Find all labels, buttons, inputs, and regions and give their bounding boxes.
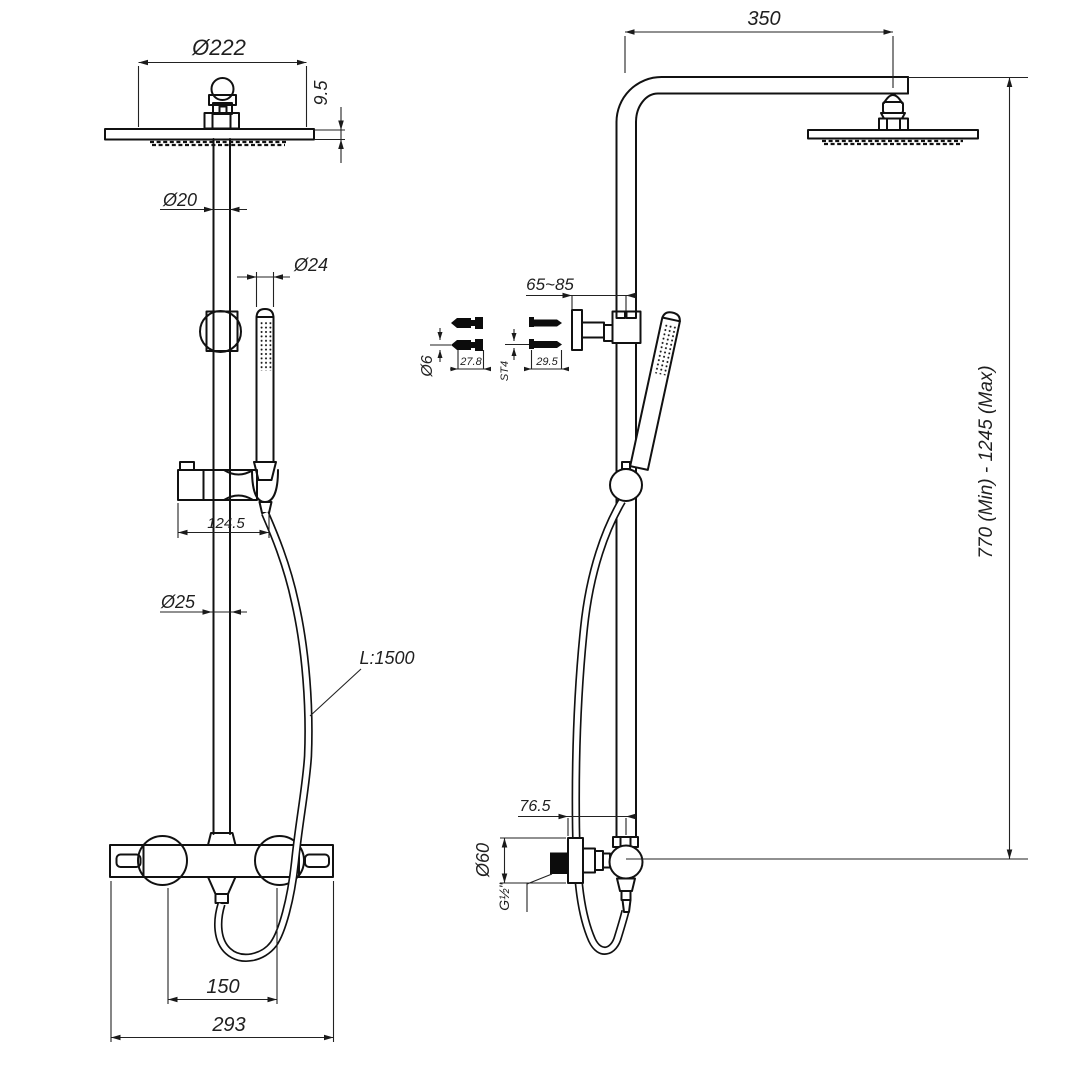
anchor-icon-dimensioned <box>451 339 483 351</box>
side-hose <box>571 498 630 955</box>
dim-label-anchor-length: 27.8 <box>459 356 482 368</box>
dim-label-inlet-thread: G½" <box>496 882 512 911</box>
dim-label-head-diameter: Ø222 <box>191 35 246 60</box>
dim-label-bracket-width: 124.5 <box>207 515 245 532</box>
dim-handshower-diameter: Ø24 <box>237 255 328 307</box>
dim-label-escutcheon: Ø60 <box>473 843 493 878</box>
dim-label-screw-size: ST4 <box>499 361 511 381</box>
dim-head-diameter: Ø222 <box>137 35 308 127</box>
dim-upper-pipe: Ø20 <box>160 190 247 213</box>
front-right-handle <box>254 835 305 886</box>
dim-label-lower-pipe: Ø25 <box>160 592 196 612</box>
dim-label-height-range: 770 (Min) - 1245 (Max) <box>976 365 997 558</box>
front-slider-bracket <box>177 461 279 514</box>
dim-label-screw-length: 29.5 <box>535 356 558 368</box>
dim-label-anchor-diameter: Ø6 <box>419 355 436 377</box>
side-inlet-thread-body <box>550 852 568 874</box>
dim-valve-depth: 76.5 <box>518 798 636 836</box>
side-riser-and-arm <box>615 76 909 839</box>
dim-bracket-width: 124.5 <box>177 503 270 538</box>
front-hand-shower <box>253 308 277 481</box>
screw-icon-dimensioned <box>529 339 562 349</box>
dim-head-thickness: 9.5 <box>311 80 345 163</box>
dim-label-hose-length: L:1500 <box>359 648 414 668</box>
detail-wall-anchor: Ø6 27.8 <box>419 317 491 378</box>
front-holder-cup <box>251 469 279 503</box>
dim-valve-width: 293 <box>110 881 335 1042</box>
dim-inlet-thread: G½" <box>496 873 553 912</box>
dim-hose-length: L:1500 <box>309 648 415 717</box>
front-pipe-collar <box>199 310 242 353</box>
dim-label-valve-width: 293 <box>211 1014 245 1036</box>
anchor-icon <box>451 317 483 329</box>
side-holder-knob <box>609 461 643 502</box>
side-handle-knob <box>608 844 644 880</box>
detail-screw: ST4 29.5 <box>499 317 569 381</box>
front-outlet <box>207 876 237 895</box>
dim-arm-length: 350 <box>624 8 894 88</box>
dim-escutcheon: Ø60 <box>473 837 566 884</box>
dim-inlet-spacing: 150 <box>167 888 278 1004</box>
front-spray-face <box>258 322 272 371</box>
front-hose <box>213 511 313 962</box>
dim-wall-clearance: 65~85 <box>526 275 636 311</box>
front-valve <box>109 832 334 904</box>
dim-label-valve-depth: 76.5 <box>519 798 550 815</box>
dim-label-handshower-diameter: Ø24 <box>293 255 328 275</box>
side-view: 350 770 (Min) - 1245 (Max) 65~85 <box>419 8 1028 955</box>
dim-label-head-thickness: 9.5 <box>311 80 331 106</box>
front-hose-nipple <box>258 501 273 514</box>
dim-label-arm-length: 350 <box>747 8 780 30</box>
dim-height-range: 770 (Min) - 1245 (Max) <box>908 76 1028 859</box>
front-left-handle <box>137 835 188 886</box>
side-ball-joint <box>878 94 909 131</box>
front-riser-pipe <box>212 138 231 835</box>
side-shower-head <box>807 129 979 146</box>
side-hand-shower <box>629 311 681 471</box>
side-valve <box>550 836 1028 913</box>
side-wall-bracket <box>571 309 642 351</box>
dim-label-inlet-spacing: 150 <box>206 976 239 998</box>
dim-label-upper-pipe: Ø20 <box>162 190 197 210</box>
dim-label-wall-clearance: 65~85 <box>526 275 574 294</box>
front-shower-head <box>104 128 315 147</box>
front-ball-joint <box>203 77 240 130</box>
dim-lower-pipe: Ø25 <box>160 592 247 615</box>
screw-icon <box>529 317 562 327</box>
side-spray-face <box>652 322 677 376</box>
front-view: Ø222 9.5 Ø20 Ø24 <box>104 35 415 1042</box>
